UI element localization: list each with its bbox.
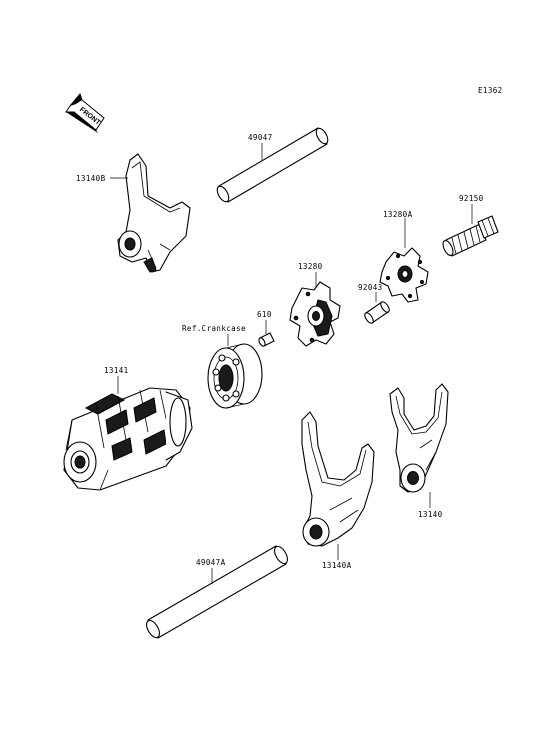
front-arrow-icon: FRONT bbox=[65, 92, 105, 133]
callout-13140A: 13140A bbox=[322, 561, 352, 570]
callout-ref-crankcase: Ref.Crankcase bbox=[182, 324, 246, 333]
callout-49047: 49047 bbox=[248, 133, 273, 142]
cam-plate-13280A bbox=[379, 247, 429, 303]
shift-fork-13140A bbox=[301, 411, 375, 547]
bearing-ref-crankcase bbox=[207, 343, 263, 409]
shift-fork-13140B bbox=[117, 153, 191, 273]
callout-610: 610 bbox=[257, 310, 272, 319]
pin-92043 bbox=[364, 301, 390, 324]
shift-fork-13140 bbox=[389, 383, 449, 493]
callout-13280A: 13280A bbox=[383, 210, 413, 219]
shift-drum-13141 bbox=[63, 387, 193, 491]
callout-13280: 13280 bbox=[298, 262, 323, 271]
shift-rod-49047 bbox=[216, 127, 329, 203]
callout-49047A: 49047A bbox=[196, 558, 226, 567]
callout-92043: 92043 bbox=[358, 283, 383, 292]
shift-rod-49047A bbox=[146, 545, 288, 639]
callout-13141: 13141 bbox=[104, 366, 129, 375]
callout-92150: 92150 bbox=[459, 194, 484, 203]
callout-13140B: 13140B bbox=[76, 174, 106, 183]
callout-13140: 13140 bbox=[418, 510, 443, 519]
bolt-92150 bbox=[442, 215, 499, 257]
diagram-code: E1362 bbox=[478, 86, 503, 95]
pin-610 bbox=[258, 332, 275, 347]
cam-13280 bbox=[289, 281, 341, 347]
